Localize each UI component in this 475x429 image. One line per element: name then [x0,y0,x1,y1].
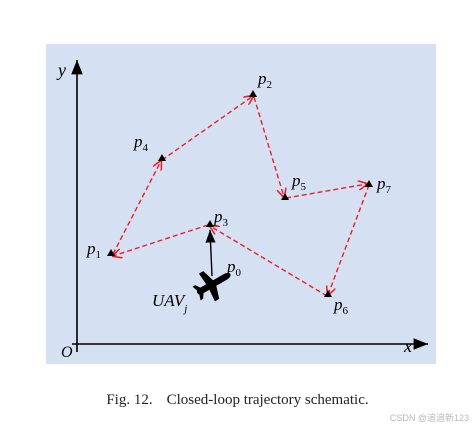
label-p0: p0 [226,257,242,279]
diagram-panel [46,44,436,364]
label-p4: p4 [133,132,149,154]
airplane-icon [192,271,231,302]
trajectory-path [112,96,370,297]
watermark: CSDN @追追新123 [389,413,469,423]
point-p6-marker [324,290,332,297]
label-uav: UAVj [152,291,187,315]
segment-p7-p6 [328,184,370,295]
label-p1: p1 [86,239,101,261]
point-p7-marker [365,180,373,187]
figure-caption: Fig. 12. Closed-loop trajectory schematic… [0,392,475,409]
point-p1-marker [107,249,115,256]
segment-p6-p3 [210,226,328,297]
x-axis-label: x [403,336,412,356]
label-p6: p6 [333,295,349,317]
segment-p5-p7 [285,184,367,199]
figure-caption-text: Closed-loop trajectory schematic. [166,392,369,408]
label-p7: p7 [376,174,392,196]
point-p2-marker [249,90,257,97]
label-p2: p2 [257,69,272,91]
segment-p4-p2 [161,96,253,161]
y-axis-label: y [56,60,66,80]
point-p3-marker [206,220,214,227]
segment-p1-p4 [112,161,161,255]
label-p3: p3 [213,207,229,229]
uav-heading-arrow [205,229,216,277]
point-p5-marker [281,193,289,200]
segment-p2-p5 [253,96,284,197]
label-p5: p5 [291,171,307,193]
point-markers [107,90,373,297]
point-p4-marker [158,154,166,161]
segment-p3-p1 [113,224,209,256]
figure-number: Fig. 12. [106,392,153,408]
origin-label: O [61,344,73,361]
